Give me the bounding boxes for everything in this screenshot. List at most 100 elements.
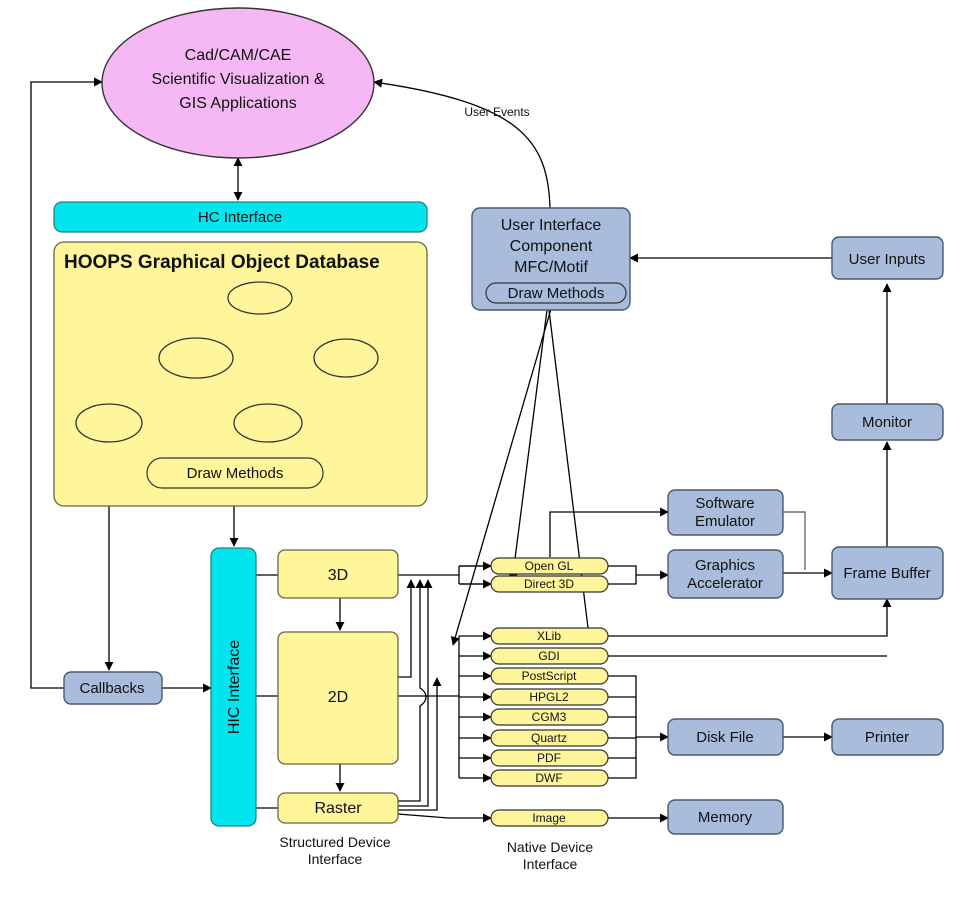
hoops-database-box (53, 241, 428, 507)
hc-interface-box (53, 201, 428, 233)
structured-device-interface-label-1: Structured Device (279, 834, 390, 850)
graphics-accelerator-label-2: Accelerator (687, 575, 763, 592)
hc-interface-label: HC Interface (198, 209, 282, 226)
ui-draw-methods-label: Draw Methods (508, 285, 605, 302)
hic-interface-box (210, 547, 257, 827)
user-inputs-label: User Inputs (849, 251, 926, 268)
ui-component-label-2: Component (510, 238, 593, 255)
driver-cgm3-box (490, 708, 609, 726)
software-emulator-node: Software Emulator (667, 489, 784, 536)
edge-raster-to-3d-b (398, 579, 433, 807)
db-draw-methods-label: Draw Methods (187, 465, 284, 482)
memory-node: Memory (667, 799, 784, 835)
edge-opengl-emulator (549, 507, 669, 557)
user-events-label: User Events (464, 105, 529, 119)
hoops-database-node: HOOPS Graphical Object Database Draw Met… (53, 241, 428, 507)
tree-node-right (313, 338, 379, 378)
edge-raster-image (397, 813, 492, 823)
software-emulator-label-1: Software (695, 495, 754, 512)
edge-raster-to-3d-a (398, 579, 427, 802)
user-inputs-box (831, 236, 944, 280)
node-3d-label: 3D (328, 567, 348, 584)
driver-quartz-label: Quartz (531, 731, 567, 745)
graphics-accelerator-node: Graphics Accelerator (667, 549, 784, 599)
native-drivers: Open GL Direct 3D XLib GDI PostScript HP… (490, 557, 609, 827)
db-draw-methods-box (146, 457, 324, 489)
driver-pdf-box (490, 749, 609, 767)
edge-drivers-accel (608, 565, 668, 585)
hic-interface-node: HIC Interface (210, 547, 257, 827)
driver-pdf-label: PDF (537, 751, 561, 765)
driver-quartz-box (490, 729, 609, 747)
edge-raster-to-2d (398, 677, 442, 811)
driver-image-box (490, 809, 609, 827)
callbacks-box (63, 671, 163, 705)
driver-hpgl2-label: HPGL2 (529, 690, 569, 704)
tree-node-leaf-left (75, 403, 143, 443)
edge-user-events (373, 78, 551, 209)
monitor-node: Monitor (831, 403, 944, 441)
ui-component-node: User Interface Component MFC/Motif Draw … (471, 207, 631, 311)
monitor-label: Monitor (862, 414, 912, 431)
driver-opengl-label: Open GL (525, 559, 574, 573)
driver-image-label: Image (532, 811, 566, 825)
software-emulator-box (667, 489, 784, 536)
tree-node-root (227, 281, 293, 315)
edge-ui-hic (450, 301, 554, 646)
node-3d-box (277, 549, 399, 599)
printer-box (831, 718, 944, 756)
tree-node-left (158, 337, 234, 379)
edge-2d-to-3d (398, 579, 416, 678)
frame-buffer-box (831, 546, 944, 600)
callbacks-label: Callbacks (79, 680, 144, 697)
edge-emulator-framebuffer (783, 511, 806, 570)
ui-component-label-1: User Interface (501, 217, 602, 234)
callbacks-node: Callbacks (63, 671, 163, 705)
node-2d: 2D (277, 631, 399, 765)
structured-device-interface-label-2: Interface (308, 851, 363, 867)
disk-file-node: Disk File (667, 718, 784, 756)
printer-node: Printer (831, 718, 944, 756)
graphics-accelerator-box (667, 549, 784, 599)
driver-gdi-label: GDI (538, 649, 559, 663)
printer-label: Printer (865, 729, 909, 746)
applications-label-3: GIS Applications (179, 95, 296, 112)
native-device-interface-label-2: Interface (523, 856, 578, 872)
applications-label-2: Scientific Visualization & (151, 71, 324, 88)
node-3d: 3D (277, 549, 399, 599)
memory-box (667, 799, 784, 835)
frame-buffer-node: Frame Buffer (831, 546, 944, 600)
driver-dwf-label: DWF (535, 771, 562, 785)
edge-xlib-framebuffer (608, 598, 892, 637)
driver-direct3d-label: Direct 3D (524, 577, 574, 591)
driver-hpgl2-box (490, 688, 609, 706)
driver-opengl-box (490, 557, 609, 575)
graphics-accelerator-label-1: Graphics (695, 557, 755, 574)
hc-interface-node: HC Interface (53, 201, 428, 233)
applications-node: Cad/CAM/CAE Scientific Visualization & G… (101, 7, 375, 159)
hic-interface-label: HIC Interface (226, 640, 243, 734)
disk-file-box (667, 718, 784, 756)
bus-print-right (608, 675, 637, 779)
driver-direct3d-box (490, 575, 609, 593)
driver-postscript-box (490, 667, 609, 685)
applications-ellipse (101, 7, 375, 159)
user-inputs-node: User Inputs (831, 236, 944, 280)
applications-label-1: Cad/CAM/CAE (185, 47, 292, 64)
node-raster-box (277, 792, 399, 824)
edge-callbacks-apps (30, 77, 103, 689)
ui-component-label-3: MFC/Motif (514, 259, 588, 276)
ui-draw-methods-box (485, 282, 627, 304)
node-raster-label: Raster (314, 800, 362, 817)
monitor-box (831, 403, 944, 441)
driver-dwf-box (490, 769, 609, 787)
driver-cgm3-label: CGM3 (532, 710, 567, 724)
node-2d-label: 2D (328, 689, 348, 706)
software-emulator-label-2: Emulator (695, 513, 755, 530)
node-2d-box (277, 631, 399, 765)
native-device-interface-label-1: Native Device (507, 839, 594, 855)
edge-ui-direct3d (508, 301, 549, 583)
disk-file-label: Disk File (696, 729, 754, 746)
node-raster: Raster (277, 792, 399, 824)
